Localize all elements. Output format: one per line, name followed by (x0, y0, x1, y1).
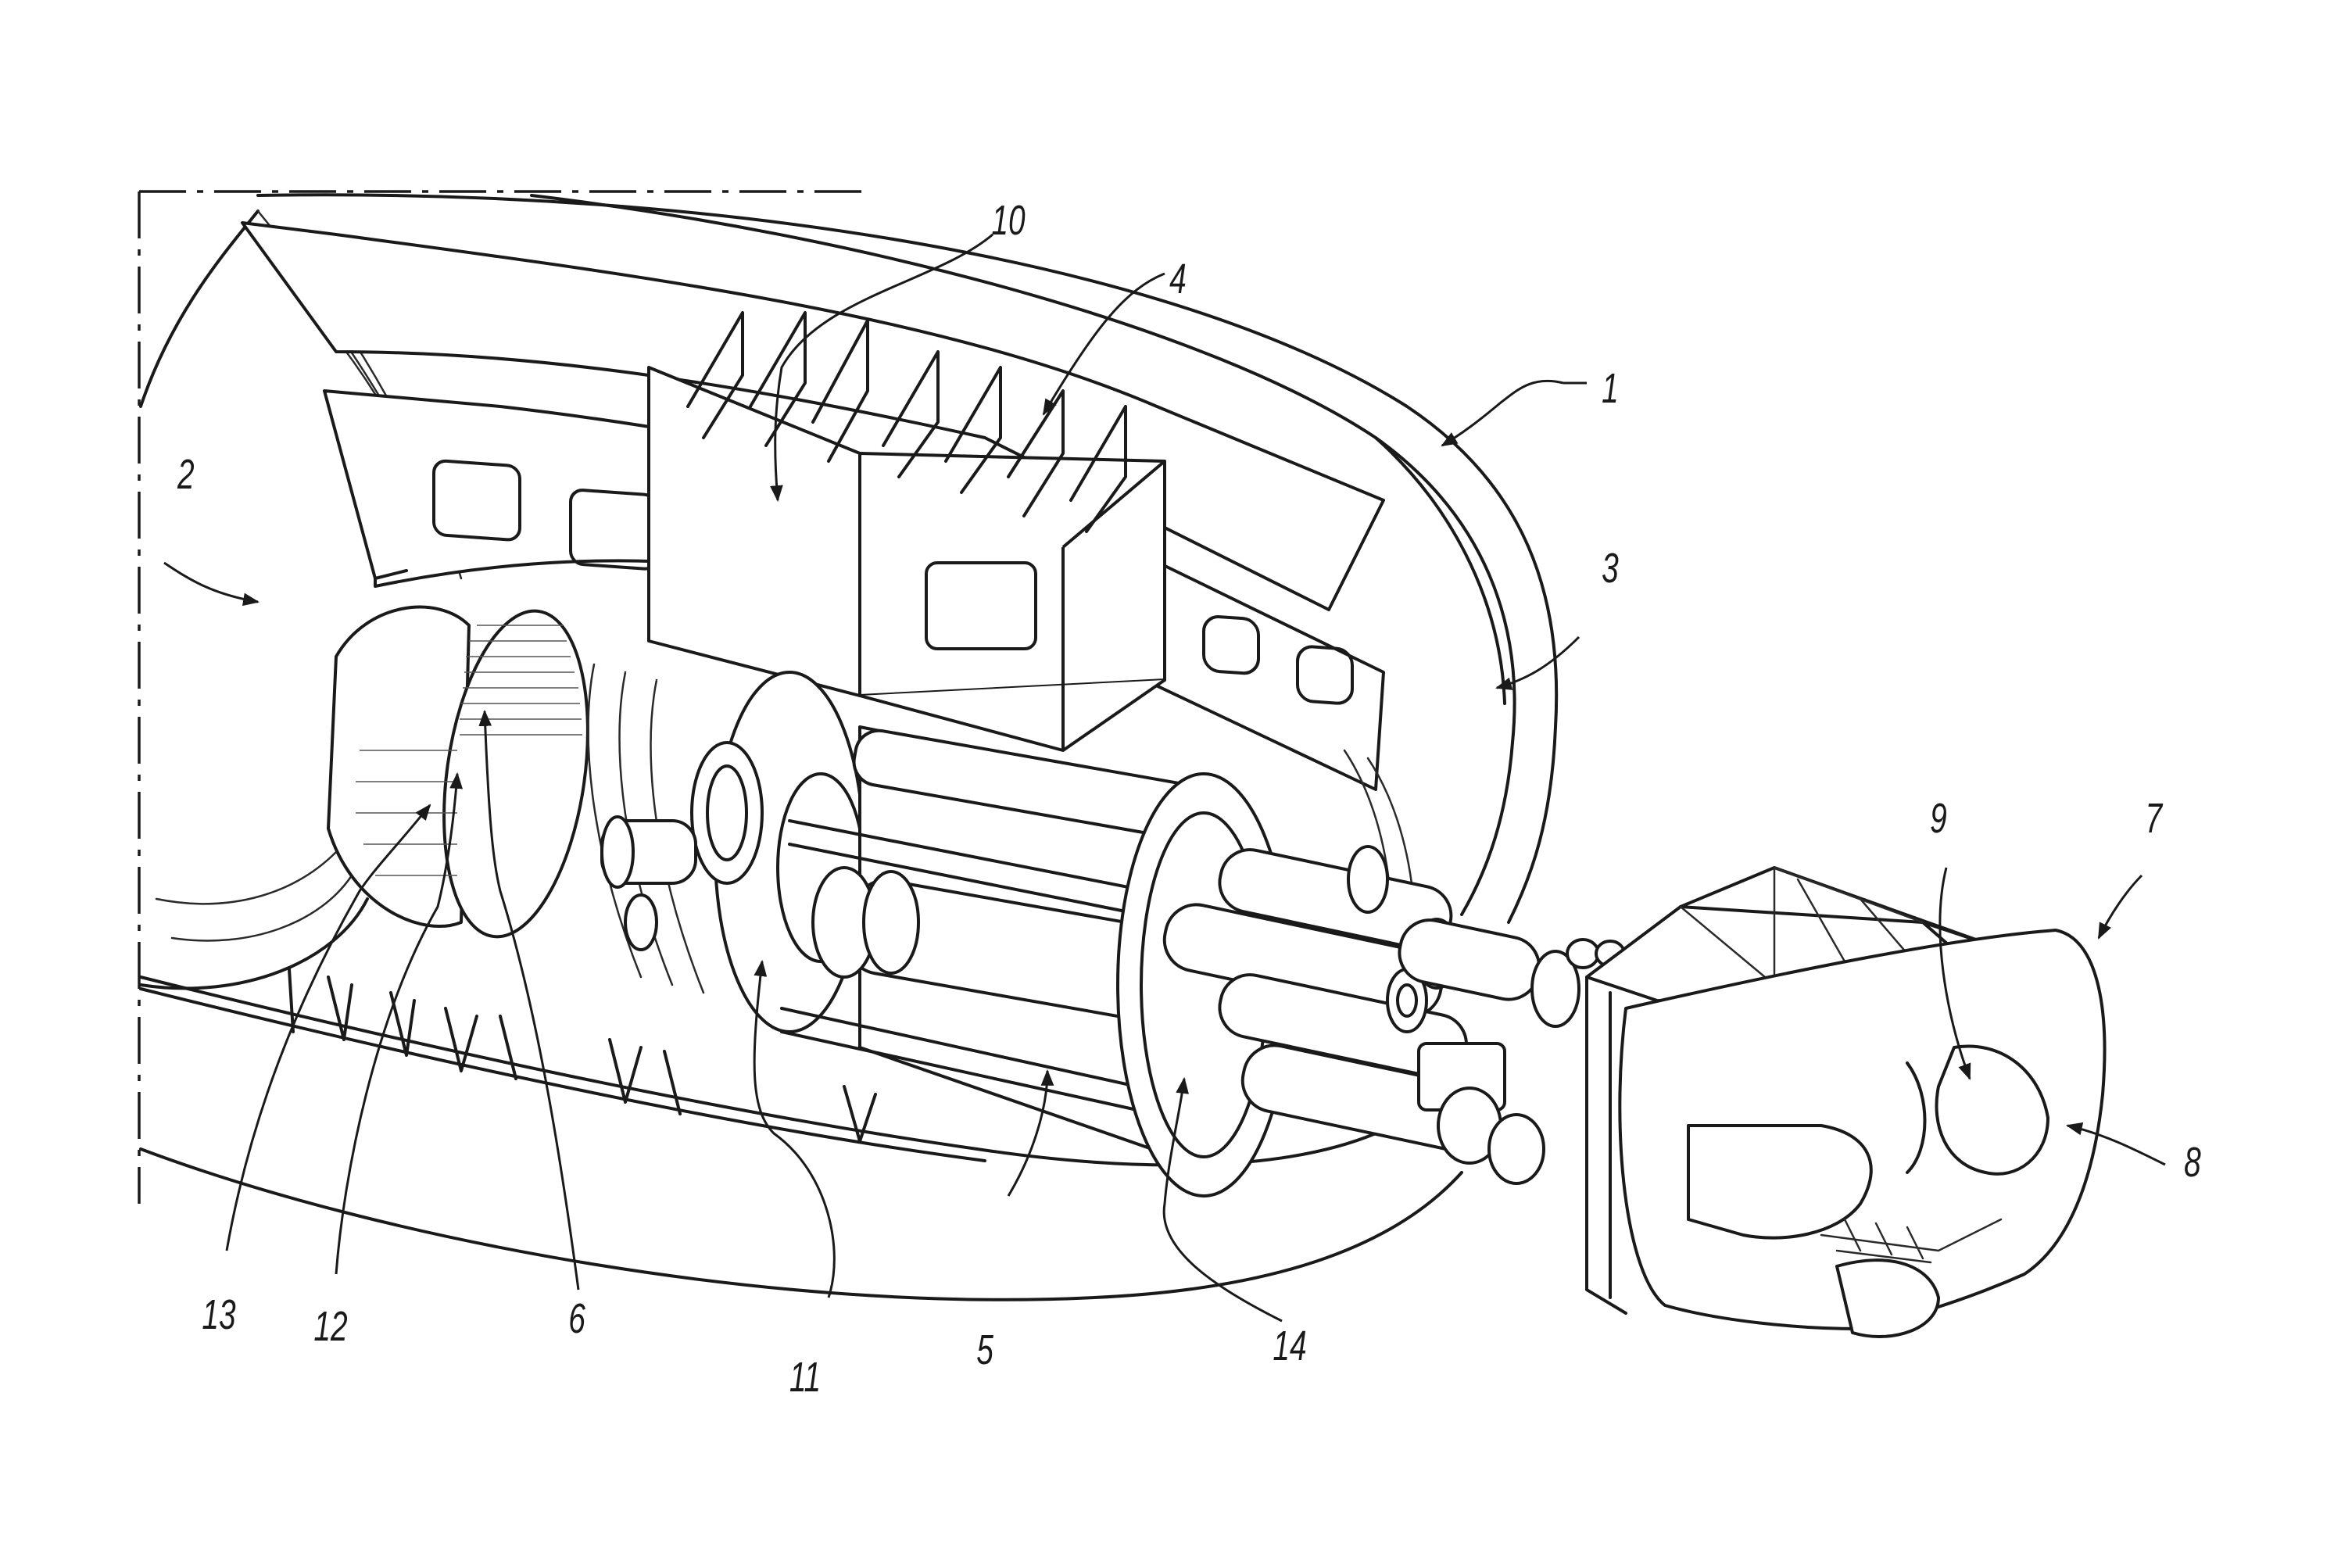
label-1: 1 (1602, 364, 1619, 412)
label-14: 14 (1273, 1322, 1306, 1369)
label-13: 13 (202, 1291, 235, 1338)
label-10: 10 (991, 196, 1025, 244)
front-duct (328, 602, 607, 946)
label-4: 4 (1169, 255, 1187, 303)
label-7: 7 (2145, 794, 2163, 842)
label-2: 2 (177, 450, 194, 498)
label-12: 12 (313, 1302, 347, 1350)
rear-module (1587, 868, 2105, 1337)
label-11: 11 (789, 1353, 821, 1401)
label-3: 3 (1602, 544, 1619, 592)
label-6: 6 (568, 1294, 585, 1342)
label-5: 5 (976, 1326, 993, 1373)
central-cylinder (602, 672, 1624, 1196)
label-9: 9 (1930, 794, 1947, 842)
label-8: 8 (2184, 1138, 2201, 1186)
